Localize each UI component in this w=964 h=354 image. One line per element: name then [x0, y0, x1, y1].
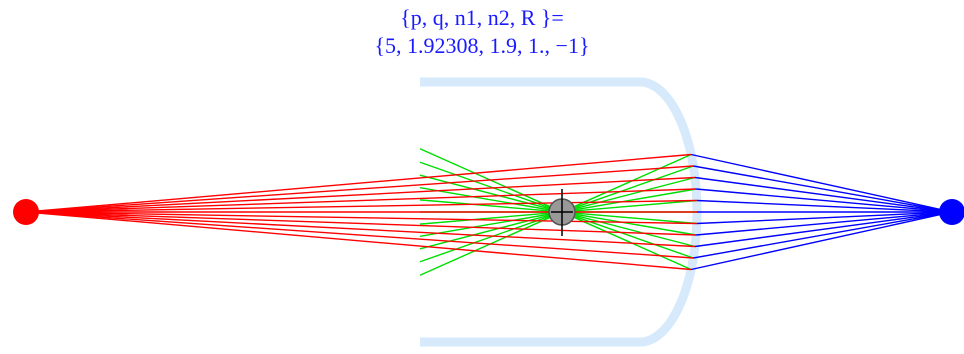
- incident-ray-0: [25, 153, 692, 213]
- parameter-values: {5, 1.92308, 1.9, 1., −1}: [374, 33, 590, 58]
- object-point: [13, 199, 39, 225]
- incident-ray-8: [25, 211, 695, 248]
- refracted-ray-10: [690, 211, 953, 271]
- image-point: [939, 199, 964, 225]
- refracted-ray-2: [694, 176, 953, 213]
- incident-ray-10: [25, 211, 692, 271]
- incident-ray-1: [25, 165, 694, 213]
- parameter-title: {p, q, n1, n2, R }= {5, 1.92308, 1.9, 1.…: [0, 4, 964, 60]
- incident-ray-4: [25, 199, 697, 213]
- refracted-rays: [690, 153, 953, 271]
- parameter-names: {p, q, n1, n2, R }=: [400, 5, 564, 30]
- refracted-ray-7: [696, 211, 953, 236]
- incident-ray-6: [25, 211, 697, 225]
- incident-ray-9: [25, 211, 694, 259]
- refracted-ray-9: [693, 211, 953, 259]
- refracted-ray-3: [696, 188, 953, 213]
- incident-ray-2: [25, 176, 695, 213]
- refracted-ray-1: [693, 165, 953, 213]
- refracted-ray-0: [690, 153, 953, 213]
- refracted-ray-6: [696, 211, 953, 225]
- refracted-ray-4: [696, 199, 953, 213]
- incident-ray-7: [25, 211, 697, 236]
- incident-ray-3: [25, 188, 697, 213]
- incident-rays: [25, 153, 697, 271]
- refracted-ray-8: [694, 211, 953, 248]
